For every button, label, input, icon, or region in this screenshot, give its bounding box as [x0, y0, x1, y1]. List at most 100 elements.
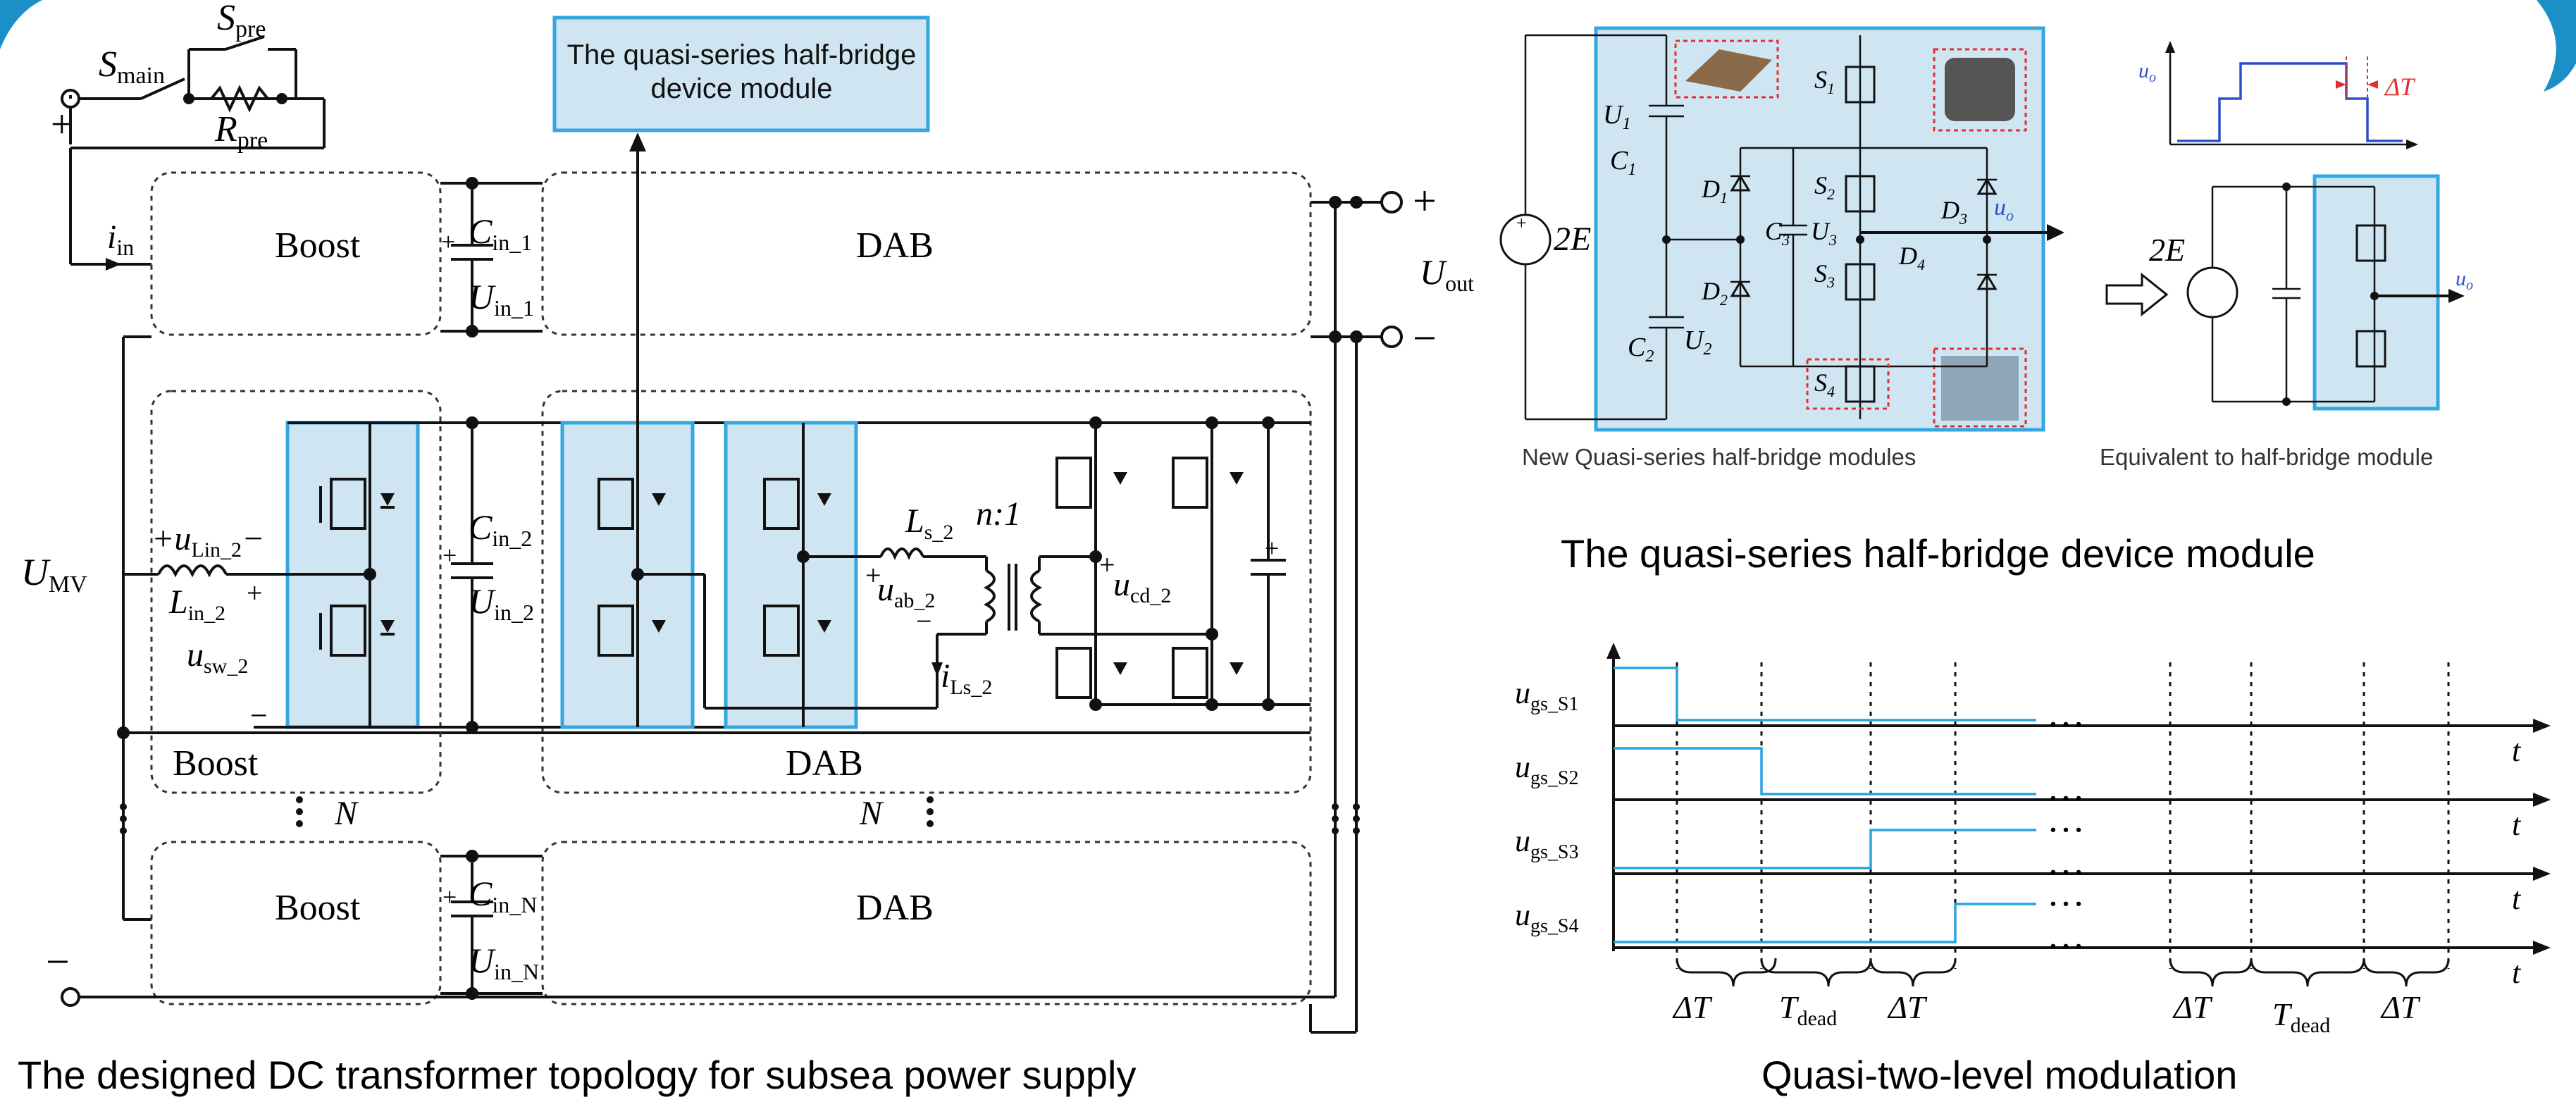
waveform-s4 — [1614, 903, 2036, 943]
brace-t-dead-2 — [2250, 958, 2365, 987]
svg-text:U3: U3 — [1811, 217, 1837, 249]
capacitor-photo — [1685, 49, 1772, 92]
output-minus: − — [1413, 315, 1437, 361]
output-terminal-negative — [1380, 326, 1403, 348]
dab-label-1: DAB — [856, 225, 934, 266]
svg-text:−: − — [916, 605, 932, 637]
d1-label: D — [1701, 175, 1720, 203]
signal-label-s1: u — [1515, 676, 1530, 710]
u1-label: U — [1603, 100, 1624, 130]
n-ratio-label: n:1 — [976, 495, 1021, 533]
s-pre-switch — [225, 35, 265, 51]
vertical-ellipses — [120, 796, 1360, 834]
svg-text:uo: uo — [1994, 194, 2014, 224]
s-pre-label: S — [217, 0, 235, 38]
svg-text:+: + — [1265, 534, 1279, 562]
boost-label-1: Boost — [275, 225, 361, 266]
dab-label-2: DAB — [786, 743, 863, 784]
s1-label: S — [1814, 66, 1827, 94]
svg-text:Tdead: Tdead — [1779, 989, 1837, 1030]
dc-transformer-topology: + Smain Spre Rpre iin Boost DAB + Cin_1 … — [18, 0, 1474, 1097]
signal-label-s2: u — [1515, 750, 1530, 784]
igbt-photo-frame — [1933, 48, 2027, 132]
c1-label: C — [1610, 146, 1628, 175]
igbt-photo — [1945, 58, 2015, 121]
svg-text:+: + — [865, 559, 881, 591]
svg-text:Uout: Uout — [1420, 252, 1474, 296]
r-pre-resistor — [210, 85, 269, 113]
svg-text:+: + — [1516, 213, 1527, 233]
u3-label: U — [1811, 217, 1831, 245]
module-switches — [1806, 66, 1890, 410]
svg-text:Ls_2: Ls_2 — [905, 502, 953, 544]
svg-text:Uin_N: Uin_N — [469, 941, 539, 984]
s3-label: S — [1814, 259, 1827, 287]
module-left-caption: New Quasi-series half-bridge modules — [1522, 444, 1916, 470]
svg-text:iin: iin — [107, 218, 134, 260]
delta-t-label-2: ΔT — [1887, 989, 1928, 1025]
svg-text:+: + — [247, 577, 263, 609]
svg-text:C1: C1 — [1610, 146, 1636, 179]
svg-text:Smain: Smain — [99, 44, 165, 89]
svg-text:ugs_S3: ugs_S3 — [1515, 824, 1578, 863]
i-ls-2-label: i — [941, 657, 950, 695]
input-minus: − — [46, 939, 70, 985]
svg-text:UMV: UMV — [21, 551, 87, 598]
l-s-2-inductor — [879, 547, 924, 560]
modulation-title: Quasi-two-level modulation — [1761, 1053, 2237, 1097]
equivalent-output-waveform — [2177, 62, 2403, 142]
t-label-4: t — [2512, 955, 2522, 990]
svg-text:D3: D3 — [1940, 196, 1967, 228]
waveform-s3 — [1614, 829, 2036, 869]
s-main-switch — [140, 78, 185, 100]
l-in-2-inductor — [157, 564, 228, 578]
module-diodes — [1730, 174, 1998, 297]
u-in-2-label: U — [469, 581, 496, 621]
t-dead-label-2: T — [2272, 996, 2293, 1032]
u-in-1-label: U — [469, 277, 496, 316]
quasi-two-level-modulation: … … … … … … ugs_S1 ugs_S2 ugs_S3 ugs_S4 … — [1515, 643, 2551, 1097]
c3-label: C — [1765, 217, 1783, 245]
c2-label: C — [1628, 333, 1646, 362]
delta-t-label-1: ΔT — [1672, 989, 1713, 1025]
svg-text:Cin_N: Cin_N — [469, 874, 537, 917]
i-in-arrow — [106, 258, 121, 271]
boost-mosfet-lower — [319, 605, 395, 657]
u-ab-2-label: u — [877, 571, 894, 608]
svg-text:Cin_1: Cin_1 — [469, 211, 532, 255]
callout-text: The quasi-series half-bridge device modu… — [566, 39, 917, 104]
l-in-2-label: L — [168, 583, 188, 621]
module-right-caption: Equivalent to half-bridge module — [2100, 444, 2433, 470]
svg-text:C2: C2 — [1628, 333, 1654, 366]
signal-label-s3: u — [1515, 824, 1530, 858]
brace-delta-t-2 — [1869, 958, 1957, 987]
svg-text:U1: U1 — [1603, 100, 1630, 133]
svg-text:Tdead: Tdead — [2272, 996, 2330, 1037]
corner-decoration-left — [0, 0, 42, 49]
ellipsis-s3-upper: … — [2047, 798, 2085, 840]
module-title: The quasi-series half-bridge device modu… — [1561, 531, 2315, 576]
output-plus: + — [1413, 178, 1437, 224]
u-sw-2-label: u — [187, 636, 204, 674]
t-label-2: t — [2512, 807, 2522, 842]
transformer-primary — [983, 569, 996, 623]
uo-label: u — [1994, 194, 2006, 221]
delta-t-label-3: ΔT — [2172, 989, 2213, 1025]
svg-text:D2: D2 — [1701, 277, 1728, 309]
corner-decoration-right — [2537, 0, 2576, 92]
dab-primary-module-2 — [724, 421, 858, 729]
svg-text:Uin_1: Uin_1 — [469, 277, 534, 321]
svg-text:+: + — [1099, 549, 1115, 581]
delta-t-eq-label: ΔT — [2384, 73, 2416, 101]
s-main-label: S — [99, 44, 117, 85]
svg-text:usw_2: usw_2 — [187, 636, 248, 678]
t-label-1: t — [2512, 733, 2522, 768]
svg-text:C3: C3 — [1765, 217, 1790, 249]
output-terminal-positive — [1380, 191, 1403, 213]
u-cd-2-label: u — [1113, 566, 1130, 603]
u-mv-label: U — [21, 551, 51, 593]
t-label-3: t — [2512, 881, 2522, 916]
equivalent-half-bridge: uo ΔT 2E uo — [2105, 41, 2473, 411]
boost-label-n: Boost — [275, 888, 361, 928]
svg-text:uab_2: uab_2 — [877, 571, 935, 612]
